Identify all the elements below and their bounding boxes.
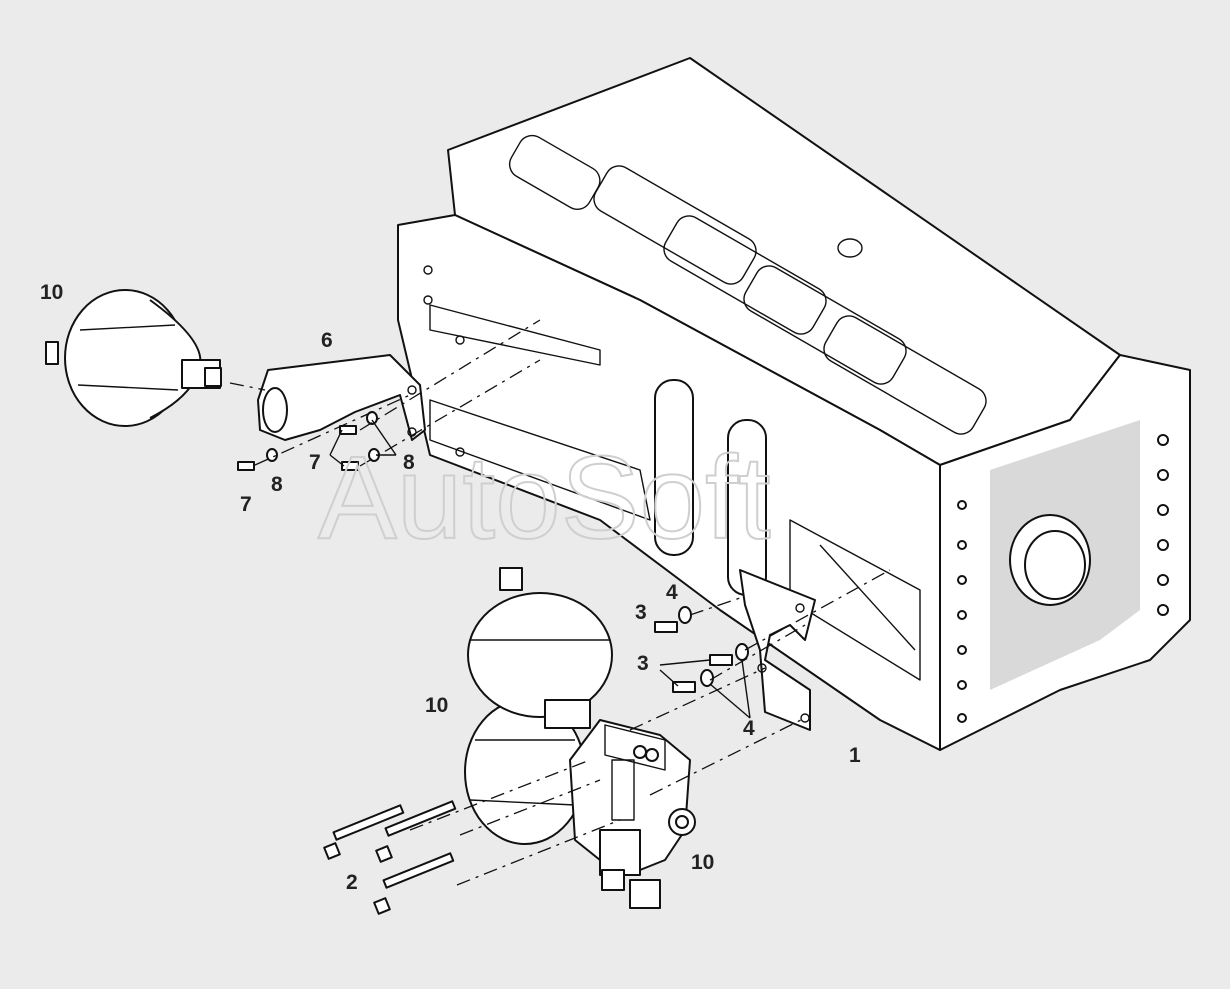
watermark-text: AutoSoft — [318, 432, 771, 564]
callout-10-upper-left: 10 — [40, 281, 63, 304]
callout-3-lower: 3 — [637, 652, 649, 675]
callout-7-right: 7 — [309, 451, 321, 474]
transmission-housing — [397, 57, 1191, 751]
small-bolts-3 — [654, 621, 733, 693]
callout-4-upper: 4 — [666, 581, 678, 604]
accumulator-upper-left — [45, 289, 222, 427]
callout-7-left: 7 — [240, 493, 252, 516]
small-bolts-7 — [237, 425, 359, 471]
mounting-bracket-6 — [257, 354, 426, 441]
callout-8-left: 8 — [271, 473, 283, 496]
long-bolts-2 — [323, 800, 457, 915]
valve-block-assembly — [464, 567, 696, 909]
mounting-bracket-1 — [739, 569, 816, 731]
callout-4-lower: 4 — [743, 717, 755, 740]
alignment-lines — [229, 319, 891, 886]
leader-lines — [329, 419, 751, 719]
callout-2: 2 — [346, 871, 358, 894]
callout-3-upper: 3 — [635, 601, 647, 624]
callout-10-middle: 10 — [425, 694, 448, 717]
callout-1: 1 — [849, 744, 861, 767]
callout-8-right: 8 — [403, 451, 415, 474]
callout-6: 6 — [321, 329, 333, 352]
callout-10-lower: 10 — [691, 851, 714, 874]
